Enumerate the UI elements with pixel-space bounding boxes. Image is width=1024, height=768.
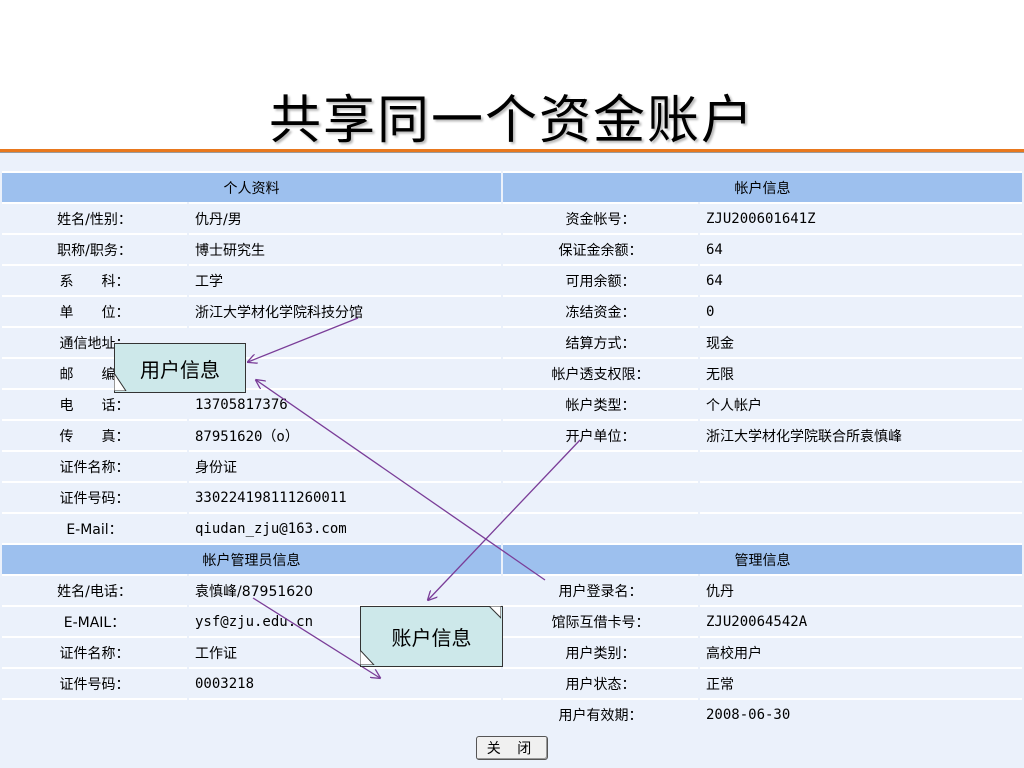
field-label: 可用余额： [503, 264, 698, 295]
table-row: 用户有效期：2008-06-30 [2, 698, 1022, 729]
field-label [503, 481, 698, 512]
field-label [503, 512, 698, 543]
field-label: 证件号码： [2, 481, 187, 512]
field-value: 87951620（o） [189, 419, 501, 450]
field-label: 馆际互借卡号： [503, 605, 698, 636]
field-label: 电 话： [2, 388, 187, 419]
field-label: 用户登录名： [503, 574, 698, 605]
field-label: 帐户类型： [503, 388, 698, 419]
field-label: 通信地址： [2, 326, 187, 357]
field-value: 现金 [700, 326, 1022, 357]
table-row: 传 真：87951620（o）开户单位：浙江大学材化学院联合所袁慎峰 [2, 419, 1022, 450]
section-header-admin: 帐户管理员信息 [2, 543, 501, 574]
field-label: 用户有效期： [503, 698, 698, 729]
field-label: 姓名/电话： [2, 574, 187, 605]
field-label: E-Mail： [2, 512, 187, 543]
field-label: E-MAIL： [2, 605, 187, 636]
table-row: E-Mail：qiudan_zju@163.com [2, 512, 1022, 543]
field-label: 证件名称： [2, 450, 187, 481]
field-value [189, 698, 501, 729]
field-label: 系 科： [2, 264, 187, 295]
title-divider-shadow [0, 152, 1024, 153]
field-value [700, 512, 1022, 543]
field-value: qiudan_zju@163.com [189, 512, 501, 543]
table-row: 证件名称：身份证 [2, 450, 1022, 481]
table-row: 证件号码：330224198111260011 [2, 481, 1022, 512]
field-value: ZJU200601641Z [700, 202, 1022, 233]
table-row: 单 位：浙江大学材化学院科技分馆冻结资金：0 [2, 295, 1022, 326]
field-label: 开户单位： [503, 419, 698, 450]
field-value: 仇丹 [700, 574, 1022, 605]
field-value [700, 450, 1022, 481]
field-value: 身份证 [189, 450, 501, 481]
field-label: 证件名称： [2, 636, 187, 667]
field-value: 正常 [700, 667, 1022, 698]
field-value: 0 [700, 295, 1022, 326]
field-value: 330224198111260011 [189, 481, 501, 512]
field-label: 职称/职务： [2, 233, 187, 264]
field-label: 帐户透支权限： [503, 357, 698, 388]
field-label: 资金帐号： [503, 202, 698, 233]
field-value: 高校用户 [700, 636, 1022, 667]
field-value: 博士研究生 [189, 233, 501, 264]
slide-title: 共享同一个资金账户 [268, 91, 755, 151]
table-row: 证件名称：工作证用户类别：高校用户 [2, 636, 1022, 667]
field-value: 个人帐户 [700, 388, 1022, 419]
field-label: 冻结资金： [503, 295, 698, 326]
field-value: 0003218 [189, 667, 501, 698]
section-header-personal: 个人资料 [2, 171, 501, 202]
field-value: 2008-06-30 [700, 698, 1022, 729]
table-row: 系 科：工学可用余额：64 [2, 264, 1022, 295]
field-label: 证件号码： [2, 667, 187, 698]
field-label: 用户类别： [503, 636, 698, 667]
section-header-management: 管理信息 [503, 543, 1022, 574]
section-header-account: 帐户信息 [503, 171, 1022, 202]
field-label [503, 450, 698, 481]
field-value: 浙江大学材化学院联合所袁慎峰 [700, 419, 1022, 450]
field-value: 64 [700, 264, 1022, 295]
field-value: ZJU20064542A [700, 605, 1022, 636]
field-label: 保证金余额： [503, 233, 698, 264]
field-label: 结算方式： [503, 326, 698, 357]
field-label [2, 698, 187, 729]
field-value: 工学 [189, 264, 501, 295]
field-label: 姓名/性别： [2, 202, 187, 233]
field-value: 无限 [700, 357, 1022, 388]
field-value: 浙江大学材化学院科技分馆 [189, 295, 501, 326]
field-label: 用户状态： [503, 667, 698, 698]
field-label: 单 位： [2, 295, 187, 326]
field-value: 64 [700, 233, 1022, 264]
callout-user-info: 用户信息 [114, 343, 246, 393]
callout-account-info: 账户信息 [360, 606, 503, 667]
field-value: 袁慎峰/87951620 [189, 574, 501, 605]
table-row: 姓名/性别：仇丹/男资金帐号：ZJU200601641Z [2, 202, 1022, 233]
table-row: 通信地址： 结算方式：现金 [2, 326, 1022, 357]
table-row: 职称/职务：博士研究生保证金余额：64 [2, 233, 1022, 264]
title-divider [0, 149, 1024, 152]
field-label: 传 真： [2, 419, 187, 450]
field-value: 仇丹/男 [189, 202, 501, 233]
field-value [700, 481, 1022, 512]
close-button[interactable]: 关 闭 [475, 736, 549, 760]
